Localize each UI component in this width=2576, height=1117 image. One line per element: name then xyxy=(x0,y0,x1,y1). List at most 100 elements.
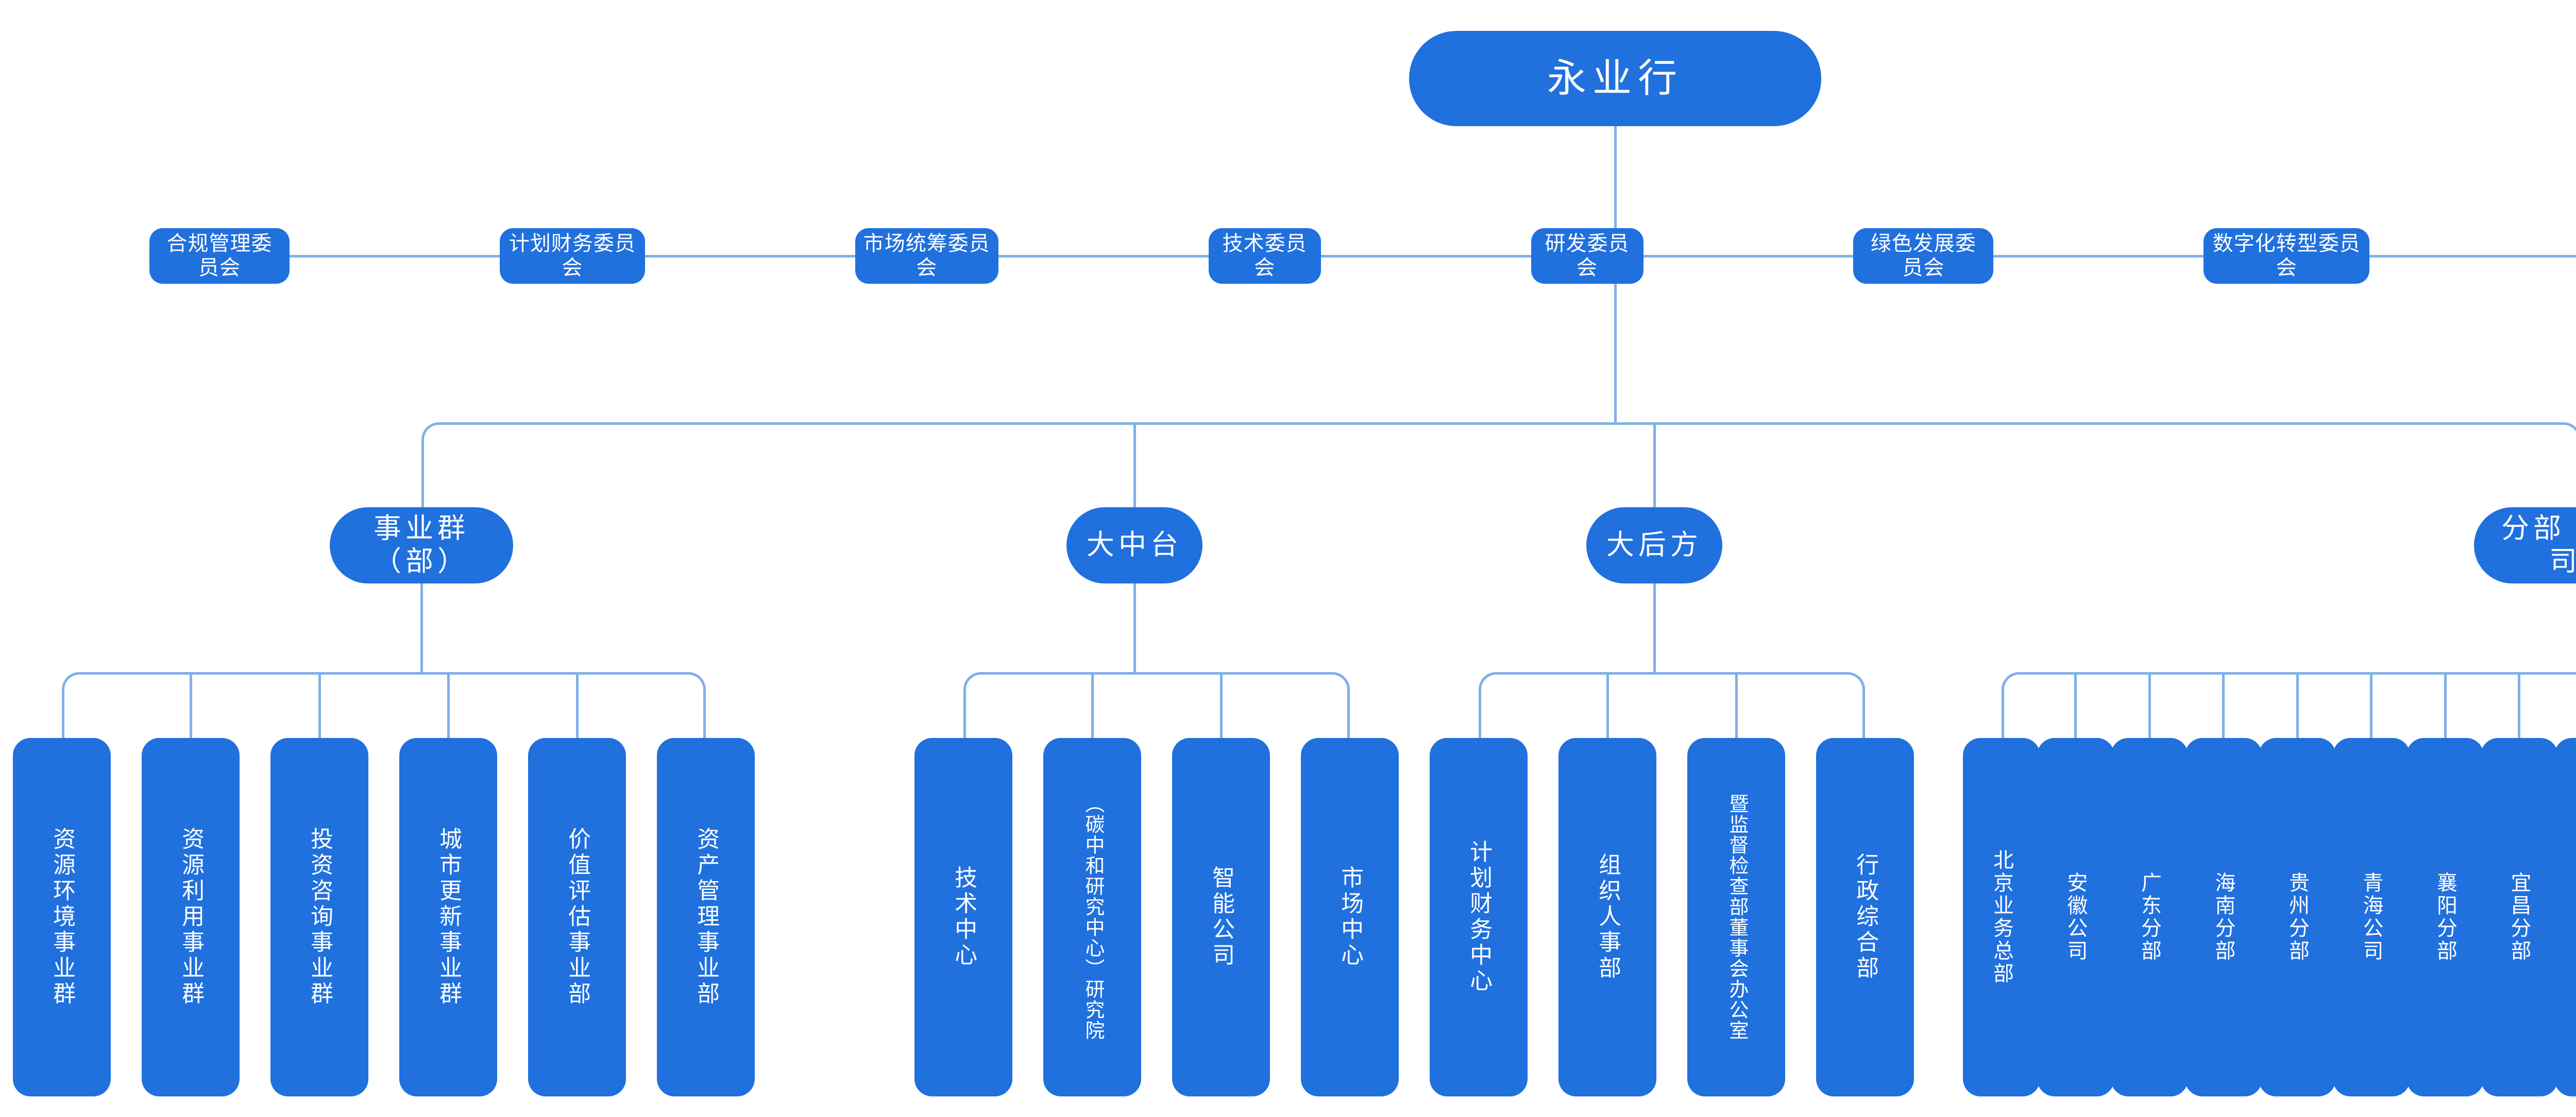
leaf-node-3-1[interactable]: 安徽公司 xyxy=(2037,738,2114,1096)
leaf-node-3-6[interactable]: 襄阳分部 xyxy=(2406,738,2484,1096)
node-label: 市场统筹委员会 xyxy=(863,232,990,279)
connector-committee-link-5 xyxy=(1993,254,2204,257)
node-label: 行政综合部 xyxy=(1853,853,1878,982)
node-label: 事业群（部） xyxy=(374,513,469,577)
group-header-3[interactable]: 分部（分公司） xyxy=(2474,507,2576,583)
connector-committee-link-2 xyxy=(998,254,1209,257)
node-label: 绿色发展委员会 xyxy=(1870,232,1976,279)
connector-leaf-drop-3-4 xyxy=(2296,672,2299,738)
connector-leaf-drop-3-3 xyxy=(2222,672,2225,738)
leaf-node-3-5[interactable]: 青海公司 xyxy=(2332,738,2410,1096)
node-label: 安徽公司 xyxy=(2064,872,2087,963)
committee-node-3[interactable]: 技术委员会 xyxy=(1208,228,1321,284)
leaf-node-0-5[interactable]: 资产管理事业部 xyxy=(657,738,755,1096)
leaf-node-1-2[interactable]: 智能公司 xyxy=(1172,738,1270,1096)
leaf-node-3-3[interactable]: 海南分部 xyxy=(2184,738,2262,1096)
leaf-node-1-1[interactable]: （碳中和研究中心）研究院 xyxy=(1043,738,1141,1096)
leaf-node-0-1[interactable]: 资源利用事业群 xyxy=(142,738,240,1096)
node-label: 价值评估事业部 xyxy=(565,827,590,1007)
connector-leaf-drop-0-3 xyxy=(447,672,450,738)
node-label: 广东分部 xyxy=(2138,872,2161,963)
node-label: 分部（分公司） xyxy=(2501,513,2576,577)
leaf-node-3-4[interactable]: 贵州分部 xyxy=(2259,738,2336,1096)
committee-node-0[interactable]: 合规管理委员会 xyxy=(149,228,290,284)
connector-group-bus-right-elbow xyxy=(2561,422,2576,507)
connector-leafbus-1-left-elbow xyxy=(963,672,984,738)
node-label: 永业行 xyxy=(1547,56,1683,100)
node-label: 北京业务总部 xyxy=(1990,849,2013,985)
leaf-node-3-8[interactable]: 黄石分部 xyxy=(2554,738,2576,1096)
committee-node-6[interactable]: 数字化转型委员会 xyxy=(2204,228,2370,284)
connector-group-drop-1 xyxy=(1133,422,1136,507)
connector-committees-to-groups xyxy=(1614,284,1617,422)
connector-leafbus-2-left-elbow xyxy=(1479,672,1499,738)
leaf-node-0-0[interactable]: 资源环境事业群 xyxy=(13,738,111,1096)
node-label: 大中台 xyxy=(1087,529,1182,561)
connector-leaf-drop-3-7 xyxy=(2518,672,2520,738)
leaf-node-2-2[interactable]: 暨监督检查部董事会办公室 xyxy=(1687,738,1785,1096)
connector-leafbus-0-left-elbow xyxy=(62,672,82,738)
leaf-node-1-0[interactable]: 技术中心 xyxy=(914,738,1012,1096)
root-node-yongyehang[interactable]: 永业行 xyxy=(1409,31,1821,126)
node-label: 研发委员会 xyxy=(1545,232,1630,279)
connector-leaf-drop-3-1 xyxy=(2074,672,2077,738)
leaf-node-3-7[interactable]: 宜昌分部 xyxy=(2480,738,2558,1096)
connector-group-drop-2 xyxy=(1653,422,1656,507)
connector-group-1-stem xyxy=(1133,583,1136,672)
connector-leafbus-0-run xyxy=(79,672,688,675)
connector-leaf-drop-3-6 xyxy=(2444,672,2447,738)
connector-leaf-drop-0-1 xyxy=(189,672,192,738)
node-label: 数字化转型委员会 xyxy=(2212,232,2361,279)
leaf-node-2-1[interactable]: 组织人事部 xyxy=(1558,738,1656,1096)
node-label: 海南分部 xyxy=(2212,872,2235,963)
committee-node-5[interactable]: 绿色发展委员会 xyxy=(1853,228,1994,284)
connector-leaf-drop-1-2 xyxy=(1219,672,1223,738)
connector-leaf-drop-1-1 xyxy=(1091,672,1094,738)
connector-leaf-drop-0-2 xyxy=(318,672,321,738)
connector-root-to-committees xyxy=(1614,126,1617,256)
group-header-2[interactable]: 大后方 xyxy=(1586,507,1722,583)
connector-leafbus-1-run xyxy=(981,672,1332,675)
connector-group-bus-left-elbow xyxy=(421,422,442,507)
node-label-col-left: 董事会办公室 xyxy=(1725,917,1748,1041)
group-header-0[interactable]: 事业群（部） xyxy=(330,507,513,583)
committee-node-2[interactable]: 市场统筹委员会 xyxy=(855,228,998,284)
node-label: 计划财务中心 xyxy=(1466,840,1492,994)
node-label: 技术委员会 xyxy=(1222,232,1307,279)
leaf-node-3-0[interactable]: 北京业务总部 xyxy=(1963,738,2040,1096)
connector-group-bus-run xyxy=(439,422,2564,425)
node-label: 资源利用事业群 xyxy=(178,827,204,1007)
connector-leaf-drop-0-4 xyxy=(575,672,579,738)
node-label: 技术中心 xyxy=(951,866,977,969)
connector-leaf-drop-3-5 xyxy=(2370,672,2372,738)
node-label-col-right: （碳中和研究中心） xyxy=(1081,794,1104,979)
node-label: 青海公司 xyxy=(2360,872,2383,963)
group-header-1[interactable]: 大中台 xyxy=(1066,507,1202,583)
node-label: 城市更新事业群 xyxy=(436,827,462,1007)
leaf-node-0-2[interactable]: 投资咨询事业群 xyxy=(270,738,368,1096)
leaf-node-3-2[interactable]: 广东分部 xyxy=(2111,738,2188,1096)
connector-leafbus-0-right-elbow xyxy=(686,672,706,738)
node-label-wrap: （碳中和研究中心）研究院 xyxy=(1081,752,1104,1082)
node-label: 计划财务委员会 xyxy=(509,232,636,279)
node-label-wrap: 暨监督检查部董事会办公室 xyxy=(1725,752,1748,1082)
node-label: 资产管理事业部 xyxy=(693,827,719,1007)
leaf-node-0-3[interactable]: 城市更新事业群 xyxy=(399,738,497,1096)
committee-node-4[interactable]: 研发委员会 xyxy=(1531,228,1643,284)
node-label: 贵州分部 xyxy=(2286,872,2309,963)
leaf-node-1-3[interactable]: 市场中心 xyxy=(1301,738,1399,1096)
node-label: 襄阳分部 xyxy=(2434,872,2456,963)
node-label: 资源环境事业群 xyxy=(49,827,75,1007)
leaf-node-0-4[interactable]: 价值评估事业部 xyxy=(528,738,626,1096)
committee-node-1[interactable]: 计划财务委员会 xyxy=(499,228,645,284)
connector-leaf-drop-2-1 xyxy=(1606,672,1609,738)
node-label-col-left: 研究院 xyxy=(1081,979,1104,1041)
connector-leafbus-2-run xyxy=(1496,672,1848,675)
leaf-node-2-0[interactable]: 计划财务中心 xyxy=(1430,738,1528,1096)
connector-committee-link-0 xyxy=(290,254,500,257)
connector-leafbus-2-right-elbow xyxy=(1845,672,1865,738)
node-label: 组织人事部 xyxy=(1595,853,1621,982)
leaf-node-2-3[interactable]: 行政综合部 xyxy=(1816,738,1914,1096)
node-label: 合规管理委员会 xyxy=(166,232,273,279)
